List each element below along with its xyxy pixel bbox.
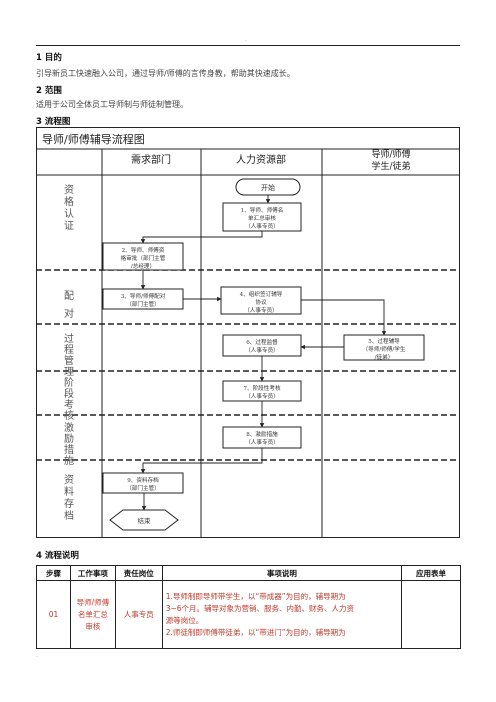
- section-purpose-title: 1 目的: [36, 53, 62, 63]
- phase-assessment-3: 考: [64, 399, 74, 411]
- phase-process-2: 程: [64, 344, 74, 356]
- phase-qualification-1: 资: [64, 184, 74, 196]
- phase-process-3: 管: [64, 354, 74, 367]
- step-7-line1: 7、阶段性考核: [243, 384, 281, 392]
- arrow-4-to-5: [301, 299, 387, 336]
- step-5-box: [343, 334, 425, 361]
- step-2-line1: 2、导师、师傅资: [122, 246, 165, 254]
- end-node: [109, 509, 179, 531]
- arrow-1-to-2: [140, 231, 263, 244]
- column-demand-dept: 需求部门: [131, 153, 171, 166]
- row-work-item: 导师/师傅 名单汇总 审核: [69, 580, 116, 649]
- phase-incentive-4: 施: [64, 454, 74, 467]
- step-3-line2: （部门主管）: [126, 300, 160, 308]
- step-4-line3: （人事专员）: [244, 306, 278, 314]
- process-description-table: 步骤 工作事项 责任岗位 事项说明 应用表单 01 导师/师傅 名单汇总 审核 …: [36, 565, 461, 649]
- row-description: 1.导师制即导师带学生，以“带成器”为目的，辅导期为 3~6个月。辅导对象为营销…: [161, 580, 403, 649]
- step-7-line2: （人事专员）: [245, 392, 279, 400]
- footer-dot: .: [36, 652, 38, 659]
- step-4-line2: 协议: [255, 298, 267, 306]
- header-step: 步骤: [36, 565, 71, 581]
- step-2-line3: /总经理）: [131, 262, 155, 270]
- step-3-line1: 3、导师/师傅配对: [121, 292, 166, 300]
- step-2-box: [102, 242, 184, 271]
- column-student: 学生/徒弟: [371, 160, 410, 172]
- row-step: 01: [36, 580, 71, 649]
- header-role: 责任岗位: [114, 565, 163, 581]
- column-mentor: 导师/师傅: [371, 148, 410, 160]
- step-4-box: [220, 286, 302, 315]
- row-role: 人事专员: [114, 580, 163, 649]
- section-scope-text: 适用于公司全体员工导师制与师徒制管理。: [36, 100, 188, 109]
- step-9-line1: 9、资料存档: [127, 476, 159, 484]
- phase-pairing-2: 对: [64, 307, 74, 320]
- phase-incentive-2: 励: [64, 432, 74, 445]
- section-flowchart-title: 3 流程图: [36, 117, 71, 127]
- phase-qualification-4: 证: [64, 220, 74, 232]
- phase-assessment-2: 段: [64, 387, 74, 400]
- phase-archive-1: 资: [64, 474, 74, 486]
- phase-archive-2: 料: [64, 485, 74, 498]
- header-work-item: 工作事项: [69, 565, 116, 581]
- header-forms: 应用表单: [401, 565, 461, 581]
- section-description-title: 4 流程说明: [36, 551, 79, 561]
- step-6-line2: （人事专员）: [245, 346, 279, 354]
- phase-archive-3: 存: [64, 497, 74, 510]
- step-8-line1: 8、激励措施: [246, 430, 278, 438]
- phase-process-1: 过: [64, 332, 74, 345]
- flowchart-title: 导师/师傅辅导流程图: [42, 132, 145, 146]
- step-1-line2: 单汇总审核: [248, 214, 276, 222]
- phase-incentive-1: 激: [64, 421, 74, 434]
- header-description: 事项说明: [161, 565, 403, 581]
- step-6-line1: 6、过程监督: [246, 338, 278, 346]
- end-label: 结束: [138, 516, 152, 525]
- table-header-row: 步骤 工作事项 责任岗位 事项说明 应用表单: [36, 565, 461, 581]
- step-5-line2: （导师/师傅/学生: [363, 345, 406, 353]
- flowchart: 导师/师傅辅导流程图 需求部门 人力资源部 导师/师傅 学生/徒弟 资 格 认 …: [36, 127, 460, 538]
- phase-assessment-4: 核: [64, 409, 74, 422]
- section-purpose-text: 引导新员工快速融入公司，通过导师/师傅的言传身教，帮助其快速成长。: [36, 69, 295, 78]
- section-scope-title: 2 范围: [36, 86, 62, 96]
- step-2-line2: 格审批（部门主管: [121, 254, 166, 262]
- arrow-8-to-9: [140, 448, 263, 474]
- phase-qualification-3: 认: [64, 207, 74, 220]
- step-1-line3: （人事专员）: [245, 222, 279, 230]
- phase-archive-4: 档: [64, 509, 74, 522]
- phase-qualification-2: 格: [64, 195, 74, 208]
- phase-pairing-1: 配: [64, 290, 74, 302]
- step-5-line3: /徒弟）: [375, 353, 394, 361]
- phase-assessment-1: 阶: [64, 376, 74, 389]
- phase-incentive-3: 措: [64, 443, 74, 456]
- step-1-box: [222, 202, 302, 232]
- start-label: 开始: [261, 183, 275, 192]
- step-4-line1: 4、组织签订辅导: [240, 290, 283, 298]
- phase-process-4: 理: [64, 366, 74, 378]
- table-row: 01 导师/师傅 名单汇总 审核 人事专员 1.导师制即导师带学生，以“带成器”…: [36, 580, 461, 649]
- step-9-line2: （部门主管）: [126, 484, 160, 492]
- row-forms: [401, 580, 461, 649]
- header-dot: .: [245, 36, 247, 43]
- column-hr-dept: 人力资源部: [236, 153, 286, 166]
- step-1-line1: 1、导师、师傅名: [241, 206, 284, 214]
- header-rule: [36, 45, 460, 46]
- step-8-line2: （人事专员）: [245, 438, 279, 446]
- flowchart-frame: [36, 127, 460, 538]
- step-5-line1: 5、过程辅导: [368, 337, 400, 345]
